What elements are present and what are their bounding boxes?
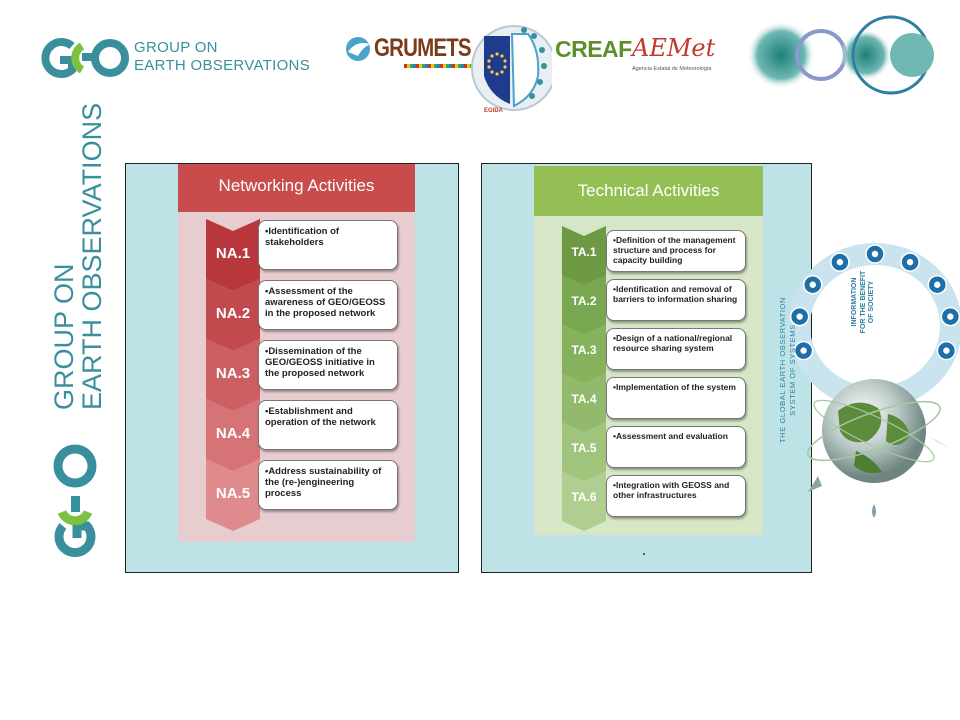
networking-step-description: •Address sustainability of the (re-)engi… [258,460,398,510]
technical-chevron [562,422,606,482]
geoss-caption-line2: SYSTEM OF SYSTEMS [788,324,797,416]
technical-step-code: TA.1 [571,245,597,259]
technical-step: TA.2 [562,275,606,335]
aemet-subtitle: Agencia Estatal de Meteorología [632,66,712,72]
networking-chevron [206,399,260,471]
networking-step: NA.5 [206,459,260,531]
health-icon [789,306,810,327]
networking-step-code: NA.2 [215,305,251,322]
geo-vertical-wordmark: GROUP ON EARTH OBSERVATIONS [49,0,110,410]
info-line2: FOR THE BENEFIT [859,270,867,334]
networking-step: NA.3 [206,339,260,411]
technical-step-description: •Identification and removal of barriers … [606,279,746,321]
geoss-caption-line1: THE GLOBAL EARTH OBSERVATION [778,297,787,443]
technical-step: TA.4 [562,373,606,433]
networking-chevron [206,459,260,531]
networking-step: NA.1 [206,219,260,291]
networking-step-description: •Assessment of the awareness of GEO/GEOS… [258,280,398,330]
networking-step-code: NA.4 [215,425,251,442]
ecosystems-icon [900,252,920,272]
technical-step-description: •Assessment and evaluation [606,426,746,468]
networking-activities-panel: Networking Activities NA.1 •Identificatio… [125,163,459,573]
technical-chevron [562,324,606,384]
networking-step-code: NA.1 [215,245,251,262]
geoss-sba-ring-graphic [788,243,960,518]
technical-step-description: •Implementation of the system [606,377,746,419]
technical-step-description: •Design of a national/regional resource … [606,328,746,370]
technical-step-description: •Definition of the management structure … [606,230,746,272]
geo-header-line1: GROUP ON [134,39,218,56]
agriculture-icon [865,244,885,264]
networking-chevron [206,219,260,291]
egida-logo: EGIDA [471,25,552,114]
disasters-icon [793,340,814,361]
technical-step: TA.5 [562,422,606,482]
networking-step-description: •Identification of stakeholders [258,220,398,270]
networking-step-code: NA.5 [215,485,251,502]
geo-vertical-logo-mark [53,444,97,558]
grumets-stripe [404,64,474,68]
networking-card: Networking Activities NA.1 •Identificatio… [178,164,415,542]
technical-step: TA.6 [562,471,606,531]
technical-step-code: TA.5 [571,441,597,455]
technical-card: Technical Activities TA.1 •Definition of … [534,166,763,535]
decorative-circles-logo [747,15,934,95]
technical-chevron [562,373,606,433]
geo-vertical-line1: GROUP ON [49,263,79,410]
technical-title: Technical Activities [534,166,763,216]
info-line3: OF SOCIETY [868,280,875,324]
energy-icon [802,274,823,295]
technical-chevron [562,275,606,335]
networking-step-description: •Dissemination of the GEO/GEOSS initiati… [258,340,398,390]
geo-vertical-line2: EARTH OBSERVATIONS [77,102,107,410]
creaf-logo: CREAF [555,36,632,62]
technical-activities-panel: Technical Activities TA.1 •Definition of … [481,163,812,573]
networking-chevron [206,279,260,351]
technical-step-code: TA.6 [571,490,597,504]
water-icon [940,306,960,327]
weather-icon [936,340,957,361]
aemet-logo: AEMet Agencia Estatal de Meteorología [632,34,718,80]
grumets-logo: GRUMETS [344,30,474,70]
geo-header-line2: EARTH OBSERVATIONS [134,57,310,74]
aemet-wordmark: AEMet [632,34,716,62]
technical-step-code: TA.2 [571,294,597,308]
geo-header-wordmark: GROUP ON EARTH OBSERVATIONS [134,39,310,75]
grumets-bird-icon [346,37,370,61]
technical-step-description: •Integration with GEOSS and other infras… [606,475,746,517]
biodiversity-icon [927,274,948,295]
technical-step: TA.1 [562,226,606,286]
networking-step: NA.4 [206,399,260,471]
technical-chevron [562,471,606,531]
stray-dot [643,553,645,555]
geoss-caption: THE GLOBAL EARTH OBSERVATION SYSTEM OF S… [778,220,808,520]
information-benefit-caption: INFORMATION FOR THE BENEFIT OF SOCIETY [851,242,891,362]
climate-icon [830,252,850,272]
networking-step-code: NA.3 [215,365,251,382]
technical-step: TA.3 [562,324,606,384]
grumets-wordmark: GRUMETS [374,34,472,62]
technical-chevron [562,226,606,286]
egida-label: EGIDA [484,108,504,114]
networking-step-description: •Establishment and operation of the netw… [258,400,398,450]
networking-chevron [206,339,260,411]
networking-step: NA.2 [206,279,260,351]
info-line1: INFORMATION [851,277,858,327]
geo-header-logo: GROUP ON EARTH OBSERVATIONS [38,36,318,80]
technical-step-code: TA.3 [571,343,597,357]
technical-step-code: TA.4 [571,392,597,406]
geo-logo-mark [41,38,129,78]
networking-title: Networking Activities [178,164,415,212]
